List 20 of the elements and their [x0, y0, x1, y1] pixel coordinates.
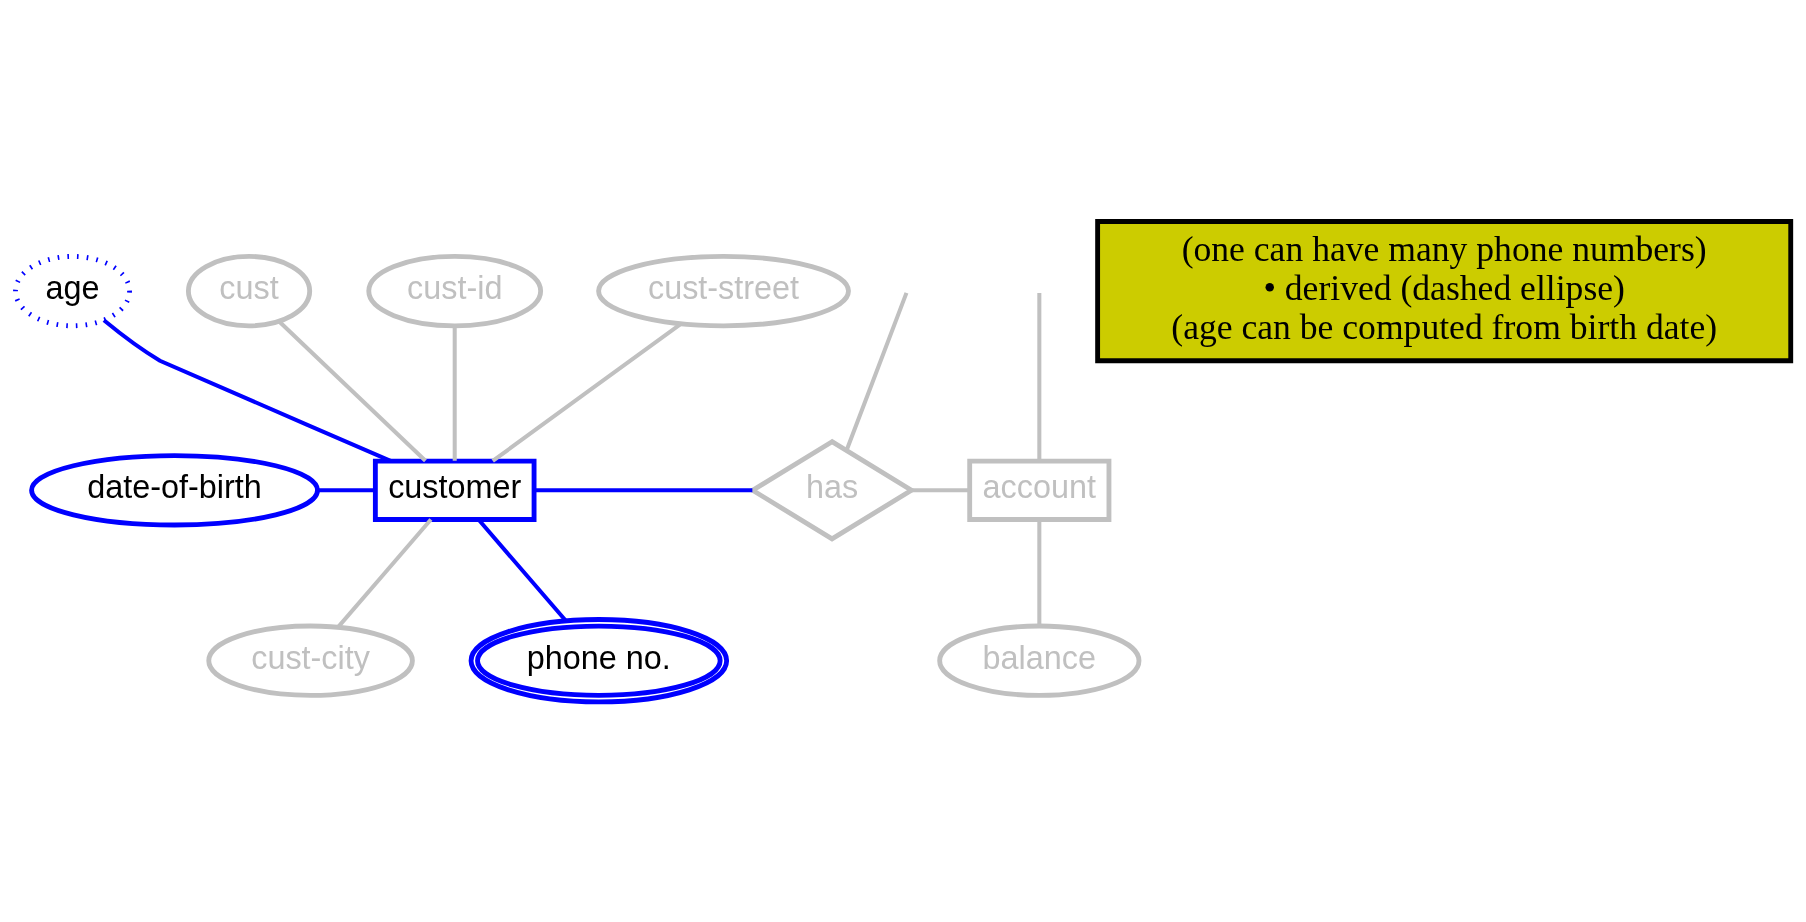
node-ellipse: cust-street	[596, 253, 851, 328]
connector	[1037, 292, 1042, 461]
connector	[911, 487, 970, 492]
node-ellipse: age	[13, 253, 132, 328]
connector	[1037, 519, 1042, 626]
node-ellipse: date-of-birth	[29, 452, 320, 527]
connector	[844, 291, 909, 451]
node-ellipse: balance	[937, 623, 1142, 698]
node-ellipse: cust-id	[366, 253, 544, 328]
connector	[534, 487, 753, 492]
node-box: (one can have many phone numbers) • derived (dashed ellipse) (age can be computed from birth date)	[1095, 218, 1794, 363]
connector	[317, 487, 376, 492]
node-ellipse: phone no.	[468, 616, 730, 704]
connector	[102, 318, 392, 463]
node-box: customer	[372, 458, 537, 522]
node-box: account	[967, 458, 1112, 522]
connector	[277, 319, 427, 462]
node-ellipse: cust-city	[206, 623, 415, 698]
node-ellipse: cust	[185, 253, 313, 328]
connector	[452, 325, 457, 461]
